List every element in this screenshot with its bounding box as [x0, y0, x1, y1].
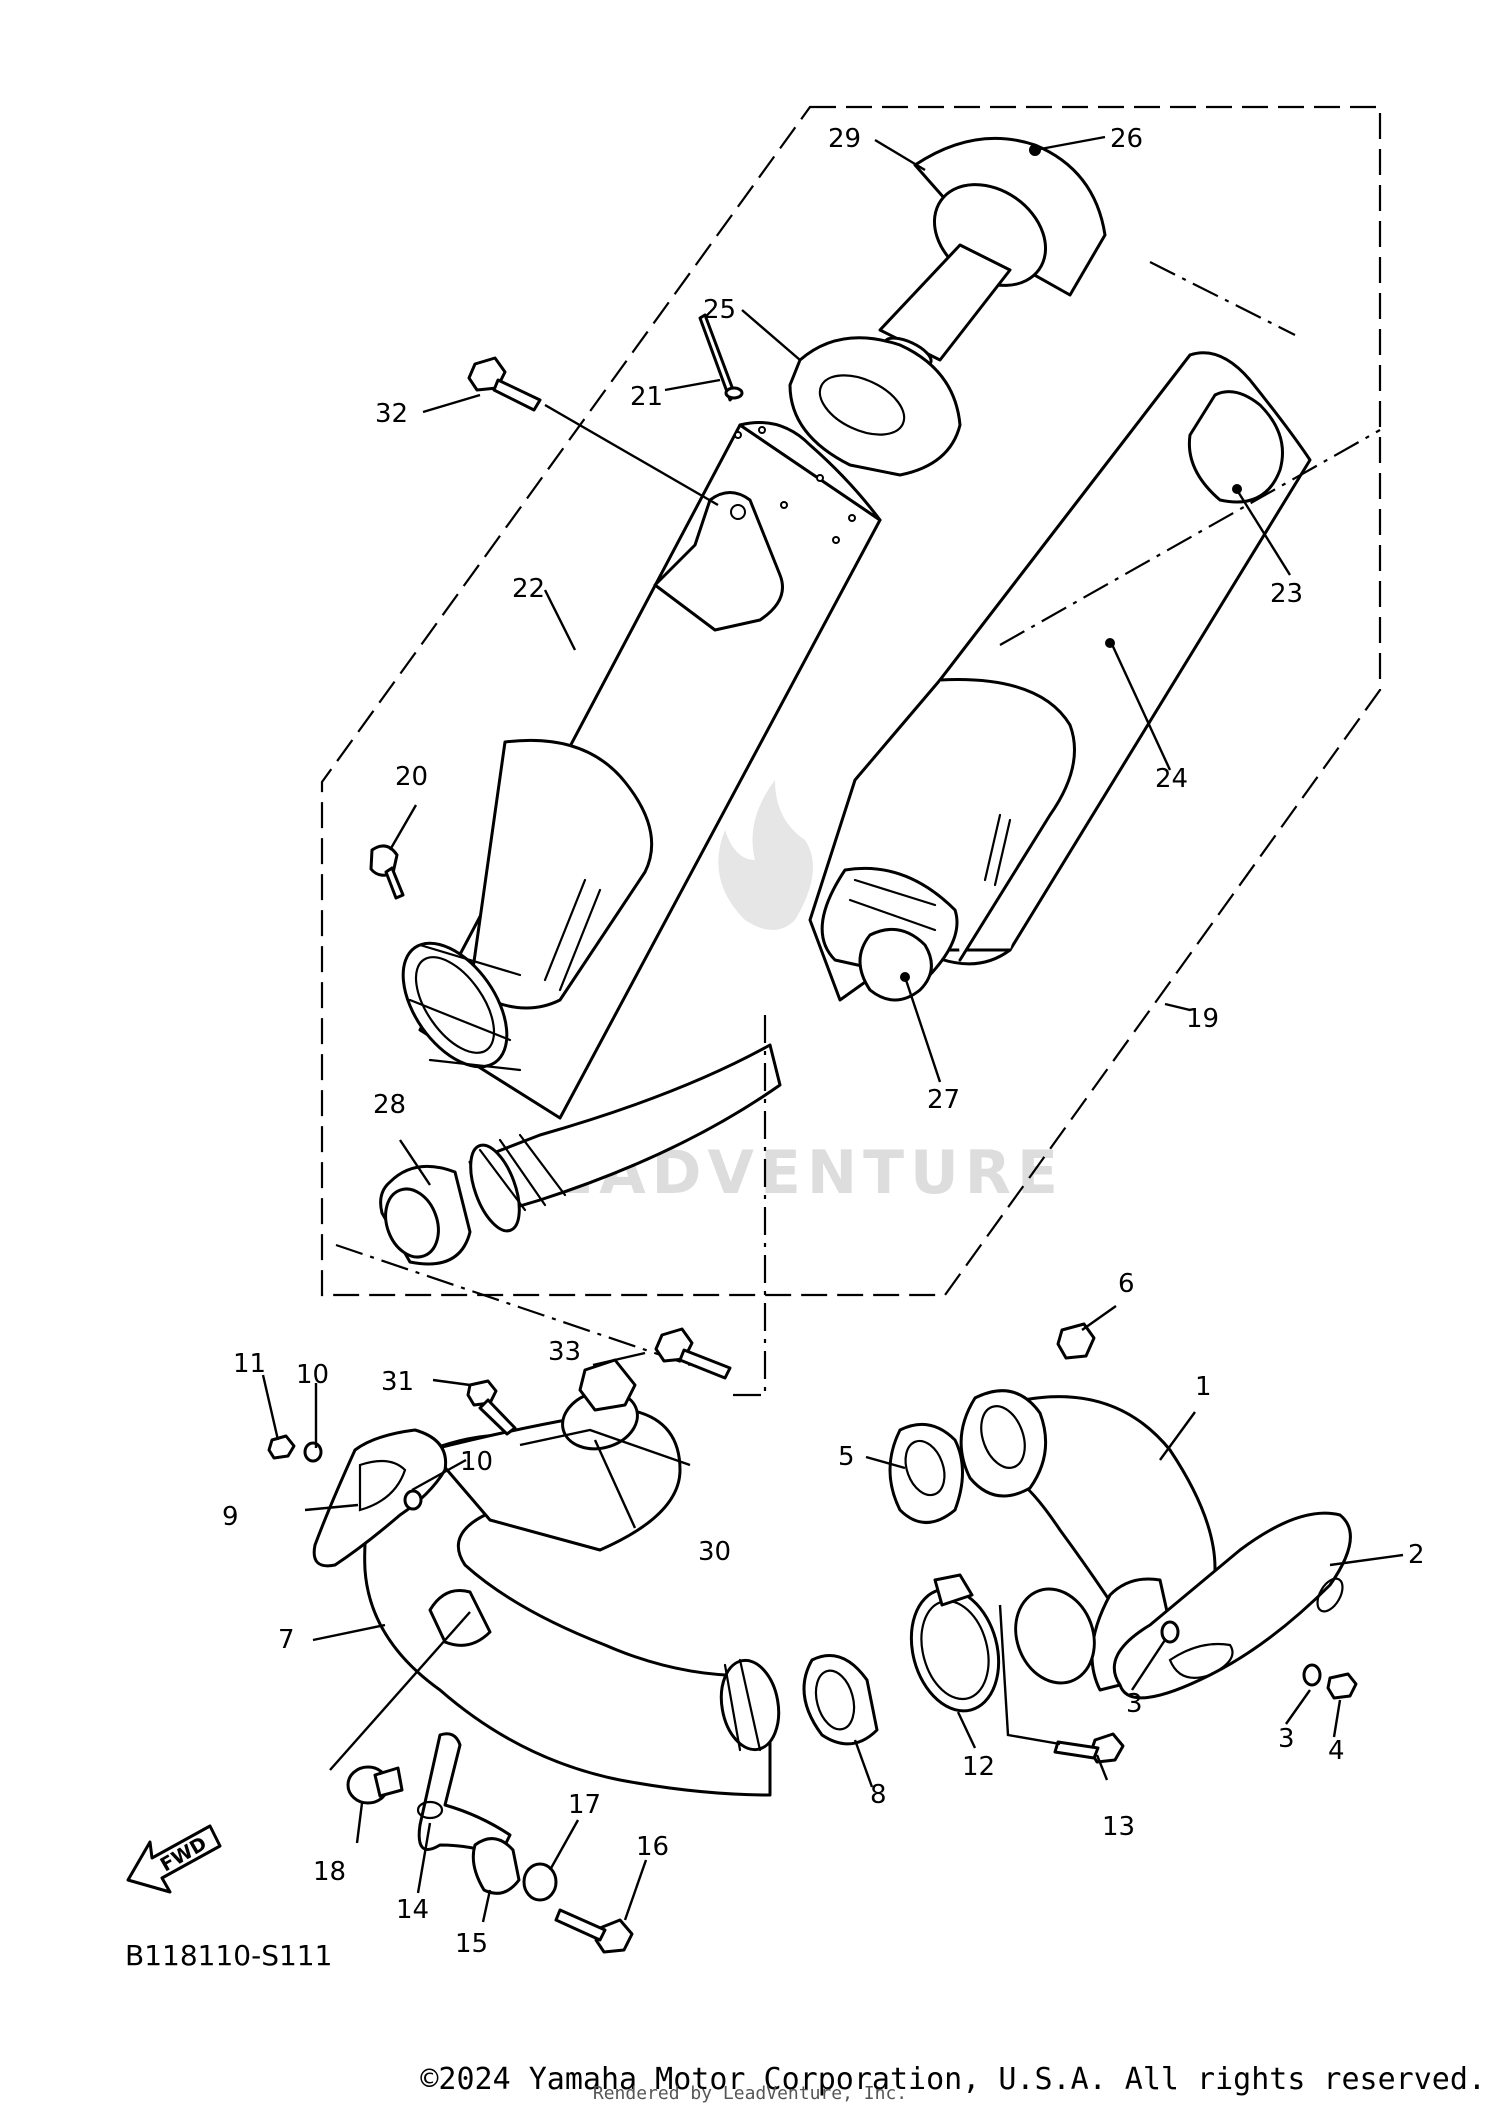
callout-11: 11 [233, 1349, 266, 1379]
inlet-band [401, 941, 522, 1072]
exhaust-pipe-7 [363, 1408, 781, 1797]
callout-31: 31 [381, 1367, 414, 1397]
washer-10 [303, 1441, 323, 1463]
callout-10: 10 [296, 1360, 329, 1390]
bolt-13 [1053, 1732, 1125, 1764]
callout-27: 27 [927, 1085, 960, 1115]
fwd-arrow-icon: FWD [126, 1824, 222, 1894]
callout-15: 15 [455, 1929, 488, 1959]
callout-5: 5 [838, 1442, 855, 1472]
end-cap-label-23 [1187, 390, 1284, 504]
callout-32: 32 [375, 399, 408, 429]
callout-20: 20 [395, 762, 428, 792]
bolt-16 [554, 1908, 634, 1954]
callout-3b: 3 [1278, 1724, 1295, 1754]
callout-23: 23 [1270, 579, 1303, 609]
callout-10b: 10 [460, 1447, 493, 1477]
bolt-4 [1326, 1672, 1358, 1700]
callout-16: 16 [636, 1832, 669, 1862]
exhaust-gasket-sleeve [379, 1164, 472, 1266]
callout-24: 24 [1155, 764, 1188, 794]
muffler-assembly-boundary [320, 105, 1382, 1297]
nut-6 [1056, 1322, 1096, 1360]
clamp-30 [561, 1358, 639, 1451]
bolt-32-axis [544, 403, 719, 507]
callout-8: 8 [870, 1780, 887, 1810]
bolt-13-axis [998, 1604, 1061, 1746]
callout-19: 19 [1186, 1004, 1219, 1034]
bolt-31 [466, 1379, 517, 1436]
callout-18: 18 [313, 1857, 346, 1887]
callout-9: 9 [222, 1502, 239, 1532]
callout-14: 14 [396, 1895, 429, 1925]
bolt-11 [267, 1434, 296, 1460]
washer-17 [522, 1862, 558, 1902]
callout-22: 22 [512, 574, 545, 604]
callout-29: 29 [828, 124, 861, 154]
callout-1: 1 [1195, 1372, 1212, 1402]
exhaust-protector-2 [1112, 1511, 1352, 1700]
muffler-bracket [653, 491, 784, 632]
callout-33: 33 [548, 1337, 581, 1367]
callout-21: 21 [630, 382, 663, 412]
callout-3: 3 [1126, 1689, 1143, 1719]
connector-pipe [468, 1043, 782, 1233]
callout-7: 7 [278, 1625, 295, 1655]
gasket-5 [888, 1422, 964, 1524]
callout-26: 26 [1110, 124, 1143, 154]
baffle-25 [788, 336, 962, 477]
washer-3 [1160, 1620, 1180, 1644]
callout-12: 12 [962, 1752, 995, 1782]
bolt-32 [467, 356, 542, 412]
protector-9 [312, 1428, 448, 1568]
callout-25: 25 [703, 295, 736, 325]
callout-28: 28 [373, 1090, 406, 1120]
clamp-30-leader-line [519, 1428, 691, 1467]
bolt-33 [654, 1327, 732, 1380]
callout-17: 17 [568, 1790, 601, 1820]
rubber-grommet-15 [471, 1837, 521, 1895]
gasket-8 [802, 1654, 879, 1746]
callout-leader-lines [261, 135, 1404, 1923]
collar-18 [346, 1765, 404, 1805]
head-pipe-flange [959, 1389, 1048, 1498]
callout-4: 4 [1328, 1736, 1345, 1766]
rivet-21 [698, 313, 744, 402]
callout-30: 30 [698, 1537, 731, 1567]
collar-18-leader-line [329, 1611, 471, 1771]
callout-2: 2 [1408, 1540, 1425, 1570]
washer-10b [403, 1489, 423, 1511]
end-cap-29 [878, 136, 1107, 368]
copyright-notice: ©2024 Yamaha Motor Corporation, U.S.A. A… [420, 2062, 1486, 2097]
body-rivet-holes [734, 426, 856, 544]
washer-3b [1302, 1663, 1322, 1687]
screw-20 [369, 844, 405, 900]
rendered-by-notice: Rendered by LeadVenture, Inc. [592, 2083, 908, 2104]
heat-label-27 [858, 927, 933, 1002]
callout-13: 13 [1102, 1812, 1135, 1842]
part-callouts: 1 2 3 3 4 5 6 7 8 9 10 10 11 12 13 14 15… [222, 124, 1425, 1959]
bracket-14 [416, 1732, 512, 1857]
diagram-code: B118110-S111 [125, 1939, 332, 1972]
assembly-center-line [335, 261, 1381, 1397]
clamp-12 [909, 1573, 1001, 1713]
callout-6: 6 [1118, 1269, 1135, 1299]
